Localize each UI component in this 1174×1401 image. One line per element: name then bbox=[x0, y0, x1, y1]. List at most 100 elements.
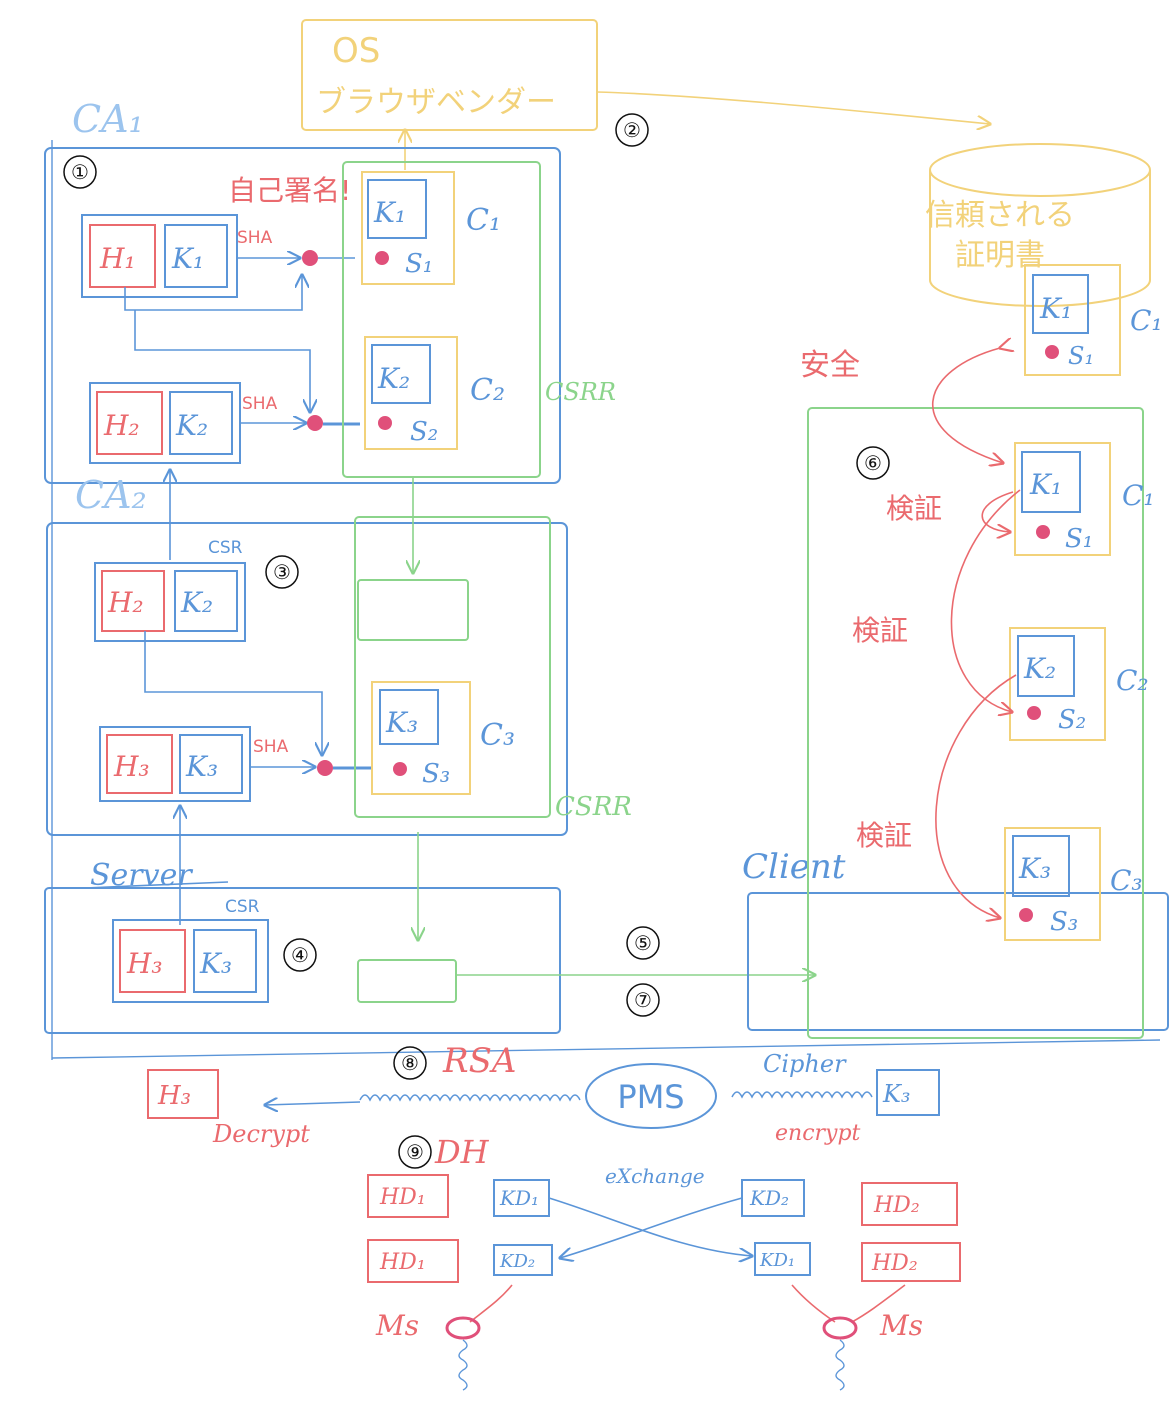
step-3: ③ bbox=[265, 555, 299, 589]
verify-label-2: 検証 bbox=[852, 614, 908, 647]
private-key-h2 bbox=[101, 570, 165, 632]
signature-dot bbox=[1036, 525, 1050, 539]
trusted-s1: S₁ bbox=[1068, 342, 1094, 370]
dh-label: DH bbox=[434, 1133, 490, 1171]
trusted-cert-c1: K₁ S₁ C₁ bbox=[1024, 264, 1163, 376]
k2-label-ca2: K₂ bbox=[180, 586, 213, 619]
svg-text:④: ④ bbox=[291, 943, 309, 967]
pms-ellipse bbox=[585, 1063, 717, 1129]
distribute-arrow bbox=[596, 91, 990, 124]
step-9: ⑨ bbox=[398, 1135, 432, 1169]
c3-k3: K₃ bbox=[385, 706, 418, 739]
certificate-c2: K₂ S₂ C₂ bbox=[364, 336, 505, 450]
keypair-h1-k1: H₁ K₁ bbox=[81, 214, 238, 298]
svg-text:KD₁: KD₁ bbox=[759, 1250, 795, 1271]
svg-text:⑤: ⑤ bbox=[634, 931, 652, 955]
private-key-h3 bbox=[106, 734, 173, 794]
csrr-label-1: CSRR bbox=[545, 378, 616, 406]
ca2-label: CA₂ bbox=[75, 473, 147, 517]
c2-k2: K₂ bbox=[377, 362, 410, 395]
c1-k1: K₁ bbox=[373, 196, 406, 229]
h3-label: H₃ bbox=[113, 750, 150, 783]
os-vendor-box: OS ブラウザベンダー bbox=[301, 19, 598, 131]
signature-dot bbox=[307, 415, 323, 431]
dh-received-kd1: KD₁ bbox=[754, 1242, 811, 1276]
verify-label-3: 検証 bbox=[856, 819, 912, 852]
dh-public-kd1: KD₁ bbox=[493, 1179, 550, 1217]
server-cert-chain bbox=[357, 959, 457, 1003]
signature-dot bbox=[393, 762, 407, 776]
ms-label-left: Ms bbox=[375, 1309, 419, 1342]
dh-private-hd2-bottom: HD₂ bbox=[861, 1242, 961, 1282]
client-c2-label: C₂ bbox=[1116, 664, 1149, 697]
public-key-k3 bbox=[193, 929, 257, 993]
pms-label: PMS bbox=[617, 1078, 684, 1116]
sha-label-2: SHA bbox=[242, 394, 278, 414]
h2-label-ca2: H₂ bbox=[107, 586, 144, 619]
client-cert-c3: K₃ S₃ C₃ bbox=[1004, 827, 1143, 941]
vendor-label: ブラウザベンダー bbox=[316, 85, 556, 120]
self-signed-label: 自己署名! bbox=[228, 174, 351, 207]
server-k3-label: K₃ bbox=[199, 947, 232, 980]
client-c1-k1: K₁ bbox=[1029, 468, 1062, 501]
rsa-k3-label: K₃ bbox=[882, 1080, 911, 1108]
svg-text:⑥: ⑥ bbox=[864, 451, 882, 475]
safe-label: 安全 bbox=[800, 348, 860, 383]
step-1: ① bbox=[63, 155, 97, 189]
signature-dot bbox=[317, 760, 333, 776]
ca2-box bbox=[46, 522, 568, 836]
c1-s1: S₁ bbox=[405, 249, 433, 279]
cipher-label: Cipher bbox=[763, 1050, 847, 1078]
rsa-public-key-k3: K₃ bbox=[876, 1069, 940, 1116]
dh-private-hd1-bottom: HD₁ bbox=[367, 1239, 459, 1283]
keypair-h3-k3-ca2: H₃ K₃ bbox=[99, 726, 251, 802]
public-key-k2 bbox=[174, 570, 238, 632]
client-cert-c1: K₁ S₁ C₁ bbox=[1014, 442, 1155, 556]
csrr-box-ca2 bbox=[354, 516, 551, 818]
step-6: ⑥ bbox=[856, 446, 890, 480]
rsa-private-key-h3: H₃ bbox=[147, 1069, 219, 1119]
ca1-box bbox=[44, 147, 561, 484]
private-key-h3 bbox=[119, 929, 186, 993]
sha-label-1: SHA bbox=[237, 228, 273, 248]
client-label: Client bbox=[742, 847, 846, 887]
trust-store-cylinder: 信頼される 証明書 bbox=[925, 143, 1151, 307]
svg-text:HD₁: HD₁ bbox=[379, 1250, 426, 1275]
step-7: ⑦ bbox=[626, 983, 660, 1017]
c1-label: C₁ bbox=[466, 203, 501, 238]
h1-label: H₁ bbox=[99, 242, 136, 275]
keypair-h3-k3-server: H₃ K₃ bbox=[112, 919, 269, 1003]
step-4: ④ bbox=[283, 938, 317, 972]
csrr-box-ca1 bbox=[342, 161, 541, 478]
svg-text:③: ③ bbox=[273, 560, 291, 584]
certificate-c3: K₃ S₃ C₃ bbox=[371, 681, 515, 795]
c3-s3: S₃ bbox=[422, 759, 450, 789]
svg-text:⑨: ⑨ bbox=[406, 1140, 424, 1164]
rsa-label: RSA bbox=[442, 1041, 516, 1081]
signature-dot bbox=[302, 250, 318, 266]
coil-left bbox=[359, 1094, 581, 1102]
public-key-k1 bbox=[164, 224, 228, 288]
public-key-k3 bbox=[179, 734, 243, 794]
private-key-h1 bbox=[89, 224, 156, 288]
c2-s2: S₂ bbox=[410, 417, 438, 447]
signature-dot bbox=[1019, 908, 1033, 922]
trusted-c1-label: C₁ bbox=[1130, 304, 1163, 337]
k3-label: K₃ bbox=[185, 750, 218, 783]
client-c3-s3: S₃ bbox=[1050, 907, 1078, 937]
master-secret-left bbox=[445, 1316, 481, 1340]
trust-store-line1: 信頼される bbox=[925, 198, 1075, 233]
dh-private-hd1-top: HD₁ bbox=[367, 1174, 449, 1218]
csrr-label-2: CSRR bbox=[555, 792, 632, 822]
client-c1-s1: S₁ bbox=[1065, 524, 1093, 554]
certificate-c1: K₁ S₁ C₁ bbox=[361, 171, 501, 285]
client-c2-k2: K₂ bbox=[1023, 652, 1056, 685]
public-key-k2 bbox=[169, 391, 233, 455]
svg-text:KD₁: KD₁ bbox=[499, 1186, 539, 1210]
issued-c2-slot bbox=[357, 579, 469, 641]
svg-text:HD₂: HD₂ bbox=[871, 1251, 918, 1276]
rsa-h3-label: H₃ bbox=[157, 1081, 191, 1111]
csr-label-1: CSR bbox=[208, 538, 243, 558]
os-label: OS bbox=[332, 31, 380, 71]
